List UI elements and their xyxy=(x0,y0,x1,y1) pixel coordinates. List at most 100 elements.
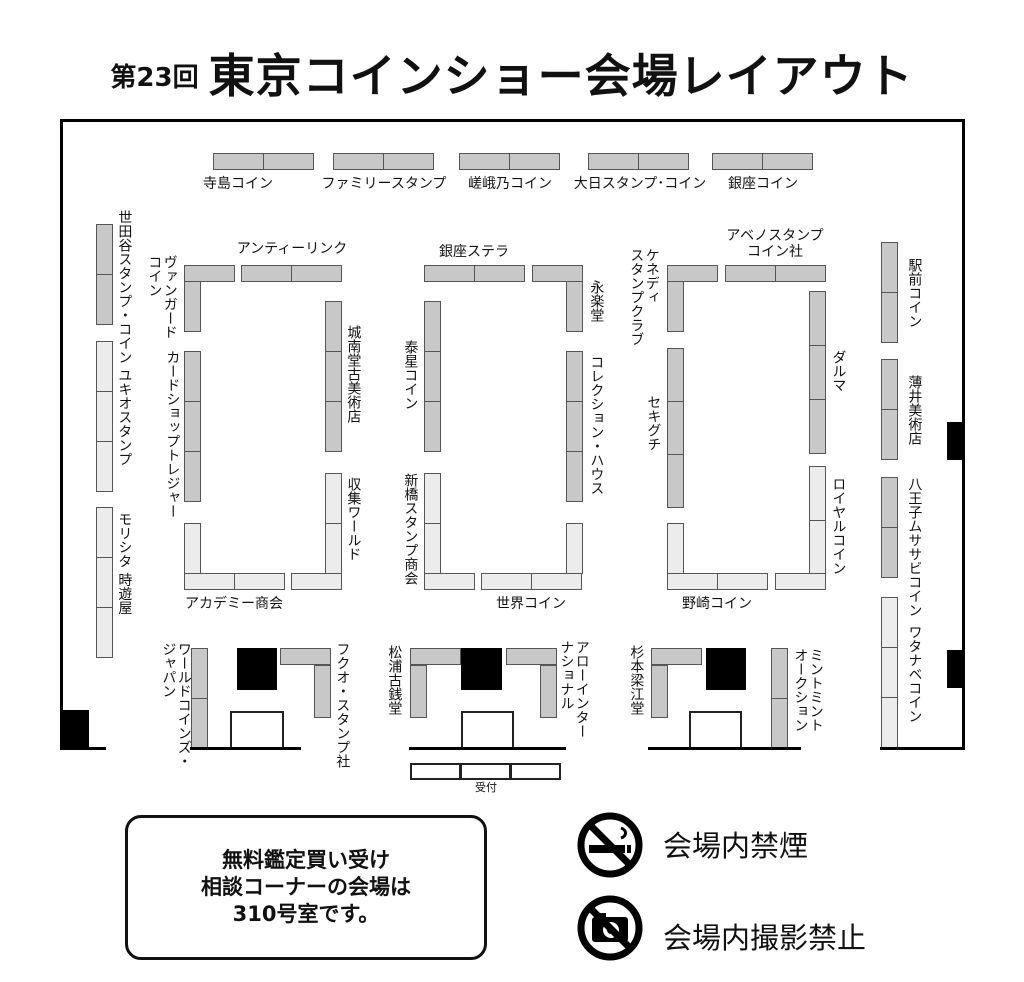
rule-text: 会場内禁煙 xyxy=(663,829,809,863)
wall xyxy=(880,747,965,750)
booth-label: 薄井美術店 xyxy=(906,375,923,445)
booth-table xyxy=(532,265,583,282)
booth-label: 永楽堂 xyxy=(588,280,605,322)
wall xyxy=(190,747,301,750)
booth-table xyxy=(291,265,342,282)
booth-label: コレクション・ハウス xyxy=(588,355,605,495)
booth-label: ケネディ スタンプクラブ xyxy=(628,248,660,346)
booth-label: ヴァンガード コイン xyxy=(146,255,178,339)
booth-label: アベノスタンプ コイン社 xyxy=(726,228,824,261)
booth-table xyxy=(184,265,235,282)
booth-table xyxy=(712,153,763,170)
reception-desk xyxy=(410,763,461,780)
booth-table xyxy=(184,573,235,590)
booth-label: カードショップトレジャー xyxy=(164,350,181,518)
booth-label: アカデミー商会 xyxy=(185,596,283,612)
booth-label: 城南堂古美術店 xyxy=(345,325,362,423)
booth-table xyxy=(651,648,702,665)
booth-table xyxy=(184,451,201,502)
booth-table xyxy=(96,274,113,325)
booth-label: 松浦古銭堂 xyxy=(386,645,403,715)
booth-table xyxy=(566,281,583,332)
info-line: 相談コーナーの会場は xyxy=(201,874,411,899)
booth-table xyxy=(717,573,768,590)
booth-label: 嵯峨乃コイン xyxy=(468,176,552,192)
booth-label: アローインター ナショナル xyxy=(558,640,590,738)
booth-table xyxy=(667,401,684,455)
info-box: 無料鑑定買い受け 相談コーナーの会場は 310号室です。 xyxy=(125,815,487,960)
booth-table xyxy=(96,441,113,492)
booth-table xyxy=(191,648,208,699)
booth-table xyxy=(566,523,583,574)
pillar xyxy=(237,648,277,690)
booth-table xyxy=(325,523,342,574)
booth-table xyxy=(213,153,264,170)
booth-label: 新橋スタンプ商会 xyxy=(402,473,419,585)
booth-table xyxy=(809,399,826,454)
booth-label: 世田谷スタンプ・コイン xyxy=(116,210,133,364)
reception-desk xyxy=(510,763,561,780)
booth-table xyxy=(651,665,668,718)
booth-label: ミントミント オークション xyxy=(792,648,824,732)
booth-table xyxy=(410,665,427,718)
booth-label: アンティーリンク xyxy=(236,241,348,257)
booth-table xyxy=(325,301,342,352)
booth-label: ワールドコインズ・ ジャパン xyxy=(160,642,192,768)
booth-table xyxy=(509,153,560,170)
booth-table xyxy=(459,153,510,170)
booth-label: 世界コイン xyxy=(496,596,566,612)
pillar xyxy=(461,648,502,690)
booth-table xyxy=(184,281,201,332)
wall xyxy=(60,747,106,750)
booth-table xyxy=(184,401,201,452)
booth-label: セキグチ xyxy=(645,395,662,451)
door xyxy=(60,710,89,748)
booth-table xyxy=(461,711,514,749)
wall xyxy=(648,747,801,750)
booth-label: 銀座ステラ xyxy=(439,244,509,260)
booth-table xyxy=(638,153,689,170)
door xyxy=(947,422,963,460)
booth-label: フクオ・スタンプ社 xyxy=(334,642,351,768)
booth-table xyxy=(506,648,557,665)
booth-table xyxy=(566,451,583,502)
booth-table xyxy=(775,265,826,282)
wall xyxy=(60,119,63,750)
booth-table xyxy=(241,265,292,282)
booth-table xyxy=(881,697,898,748)
booth-table xyxy=(725,265,776,282)
no-smoking-icon xyxy=(577,812,643,878)
booth-table xyxy=(531,573,582,590)
booth-table xyxy=(809,291,826,346)
info-line: 310号室です。 xyxy=(232,902,380,927)
booth-table xyxy=(667,454,684,508)
booth-label: ロイヤルコイン xyxy=(830,477,847,575)
booth-table xyxy=(291,573,342,590)
booth-label: ダルマ xyxy=(830,350,847,392)
booth-table xyxy=(771,648,788,699)
booth-table xyxy=(566,401,583,452)
booth-table xyxy=(96,607,113,658)
booth-table xyxy=(184,523,201,574)
booth-table xyxy=(667,348,684,402)
booth-table xyxy=(263,153,314,170)
booth-label: ユキオスタンプ xyxy=(116,368,133,466)
booth-table xyxy=(588,153,639,170)
booth-table xyxy=(540,665,557,718)
wall xyxy=(962,119,965,750)
booth-table xyxy=(280,648,331,665)
booth-label: ワタナベコイン xyxy=(906,625,923,723)
booth-table xyxy=(566,351,583,402)
booth-table xyxy=(881,527,898,578)
wall xyxy=(409,747,566,750)
rule-text: 会場内撮影禁止 xyxy=(663,921,867,955)
booth-table xyxy=(424,473,441,524)
booth-table xyxy=(424,351,441,402)
pillar xyxy=(706,648,746,690)
booth-table xyxy=(191,698,208,749)
booth-table xyxy=(667,265,718,282)
booth-label: 野崎コイン xyxy=(682,596,752,612)
booth-table xyxy=(96,341,113,392)
booth-table xyxy=(424,301,441,352)
booth-label: ファミリースタンプ xyxy=(321,176,447,192)
